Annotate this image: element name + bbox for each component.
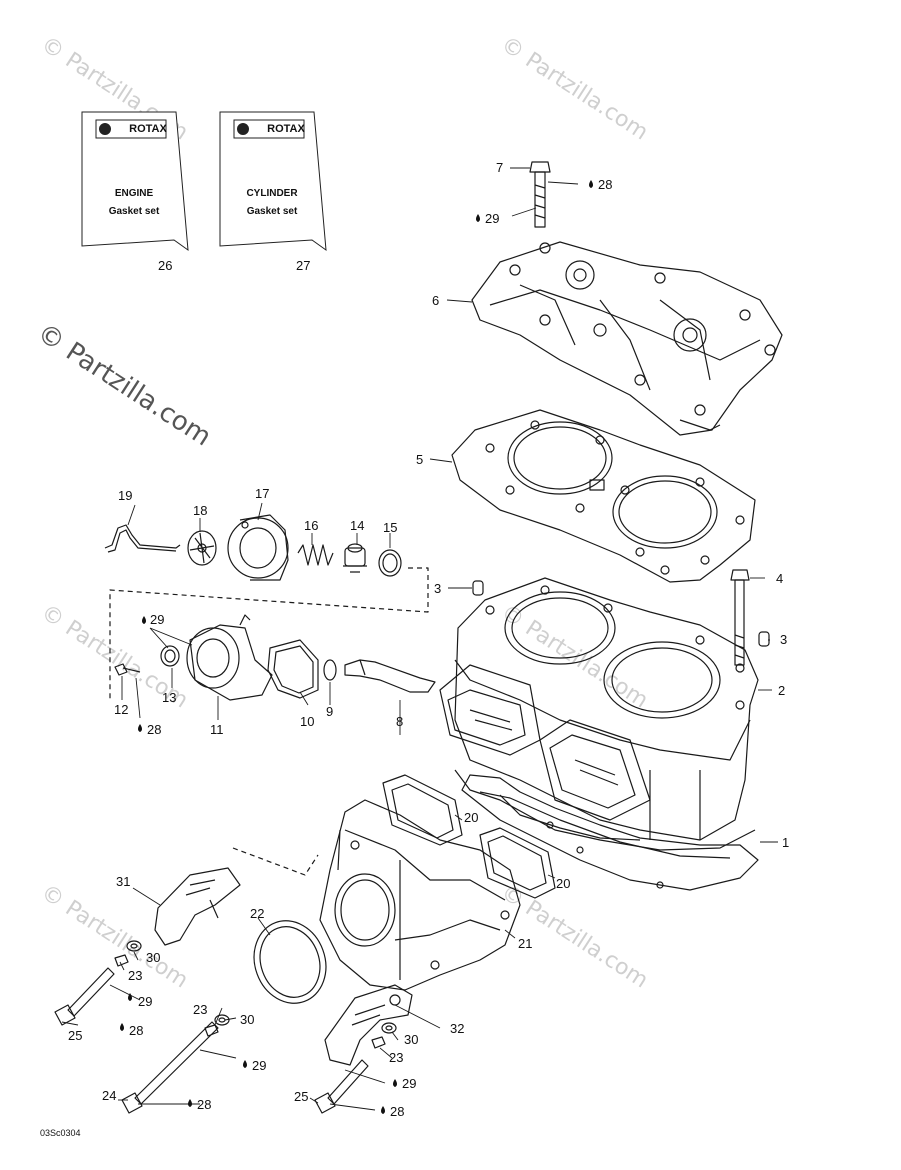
seal-13 — [160, 645, 180, 667]
callout-31: 31 — [116, 874, 130, 889]
kit-brand: ROTAX — [267, 123, 305, 135]
gasket-10 — [267, 639, 319, 699]
cylinder-2 — [439, 577, 759, 851]
callout-25: 25 — [68, 1028, 82, 1043]
callout-22: 22 — [250, 906, 264, 921]
callout-28: 28 — [598, 177, 612, 192]
callout-24: 24 — [102, 1088, 116, 1103]
callout-13: 13 — [162, 690, 176, 705]
bolt-12 — [114, 663, 141, 676]
kit-line2: Gasket set — [246, 206, 298, 217]
callout-labels: 26 27 7 28 29 6 5 3 4 3 2 1 19 18 17 16 … — [68, 160, 789, 1119]
callout-6: 6 — [432, 293, 439, 308]
callout-3: 3 — [434, 581, 441, 596]
diagram-code: 03Sc0304 — [40, 1128, 81, 1138]
callout-29: 29 — [485, 211, 499, 226]
callout-29: 29 — [402, 1076, 416, 1091]
callout-12: 12 — [114, 702, 128, 717]
thermostat-14 — [343, 543, 367, 573]
kit-line1: ENGINE — [114, 188, 154, 199]
kit-line1: CYLINDER — [246, 188, 298, 199]
callout-20: 20 — [464, 810, 478, 825]
assembly-line — [109, 567, 429, 876]
callout-25: 25 — [294, 1089, 308, 1104]
callout-23: 23 — [193, 1002, 207, 1017]
cylinder-gasket-kit: ROTAX CYLINDER Gasket set — [216, 110, 328, 255]
callout-28: 28 — [197, 1097, 211, 1112]
callout-29: 29 — [252, 1058, 266, 1073]
callout-18: 18 — [193, 503, 207, 518]
callout-17: 17 — [255, 486, 269, 501]
pump-housing-11 — [186, 614, 273, 701]
callout-28: 28 — [390, 1104, 404, 1119]
bolt-24 — [121, 1021, 219, 1114]
callout-30: 30 — [146, 950, 160, 965]
callout-5: 5 — [416, 452, 423, 467]
callout-32: 32 — [450, 1021, 464, 1036]
bolt-25 — [54, 967, 369, 1114]
bolt-7 — [529, 161, 551, 228]
nut-23 — [114, 954, 386, 1049]
callout-3: 3 — [780, 632, 787, 647]
callout-16: 16 — [304, 518, 318, 533]
callout-11: 11 — [210, 722, 224, 737]
callout-26: 26 — [158, 258, 172, 273]
callout-8: 8 — [396, 714, 403, 729]
callout-14: 14 — [350, 518, 364, 533]
callout-23: 23 — [128, 968, 142, 983]
impeller-18 — [187, 530, 217, 566]
exhaust-manifold-21 — [319, 799, 521, 991]
bracket-32 — [324, 984, 413, 1066]
callout-29: 29 — [150, 612, 164, 627]
cylinder-head-6 — [471, 241, 783, 436]
callout-30: 30 — [404, 1032, 418, 1047]
callout-29: 29 — [138, 994, 152, 1009]
callout-1: 1 — [782, 835, 789, 850]
kit-line2: Gasket set — [108, 206, 160, 217]
drop-icon — [120, 180, 593, 1114]
callout-28: 28 — [147, 722, 161, 737]
callout-21: 21 — [518, 936, 532, 951]
bolt-4 — [730, 569, 750, 666]
kit-brand: ROTAX — [129, 123, 167, 135]
callout-10: 10 — [300, 714, 314, 729]
leader-lines — [61, 167, 778, 1111]
head-gasket-5 — [451, 409, 756, 583]
callout-19: 19 — [118, 488, 132, 503]
callout-28: 28 — [129, 1023, 143, 1038]
clip-19 — [104, 524, 181, 553]
callout-30: 30 — [240, 1012, 254, 1027]
callout-20: 20 — [556, 876, 570, 891]
gasket-20 — [382, 774, 556, 899]
spring-16 — [297, 544, 334, 566]
callout-9: 9 — [326, 704, 333, 719]
seal-15 — [378, 549, 402, 577]
bracket-31 — [154, 867, 241, 946]
callout-23: 23 — [389, 1050, 403, 1065]
callout-7: 7 — [496, 160, 503, 175]
pump-cover-17 — [227, 514, 289, 581]
dowel-3 — [472, 580, 770, 647]
callout-15: 15 — [383, 520, 397, 535]
callout-27: 27 — [296, 258, 310, 273]
fitting-8 — [344, 659, 436, 693]
base-gasket-1 — [461, 774, 759, 891]
gasket-22 — [253, 920, 327, 1004]
o-ring-9 — [323, 659, 337, 681]
callout-4: 4 — [776, 571, 783, 586]
washer-30 — [126, 940, 397, 1034]
callout-2: 2 — [778, 683, 785, 698]
engine-gasket-kit: ROTAX ENGINE Gasket set — [78, 110, 190, 255]
